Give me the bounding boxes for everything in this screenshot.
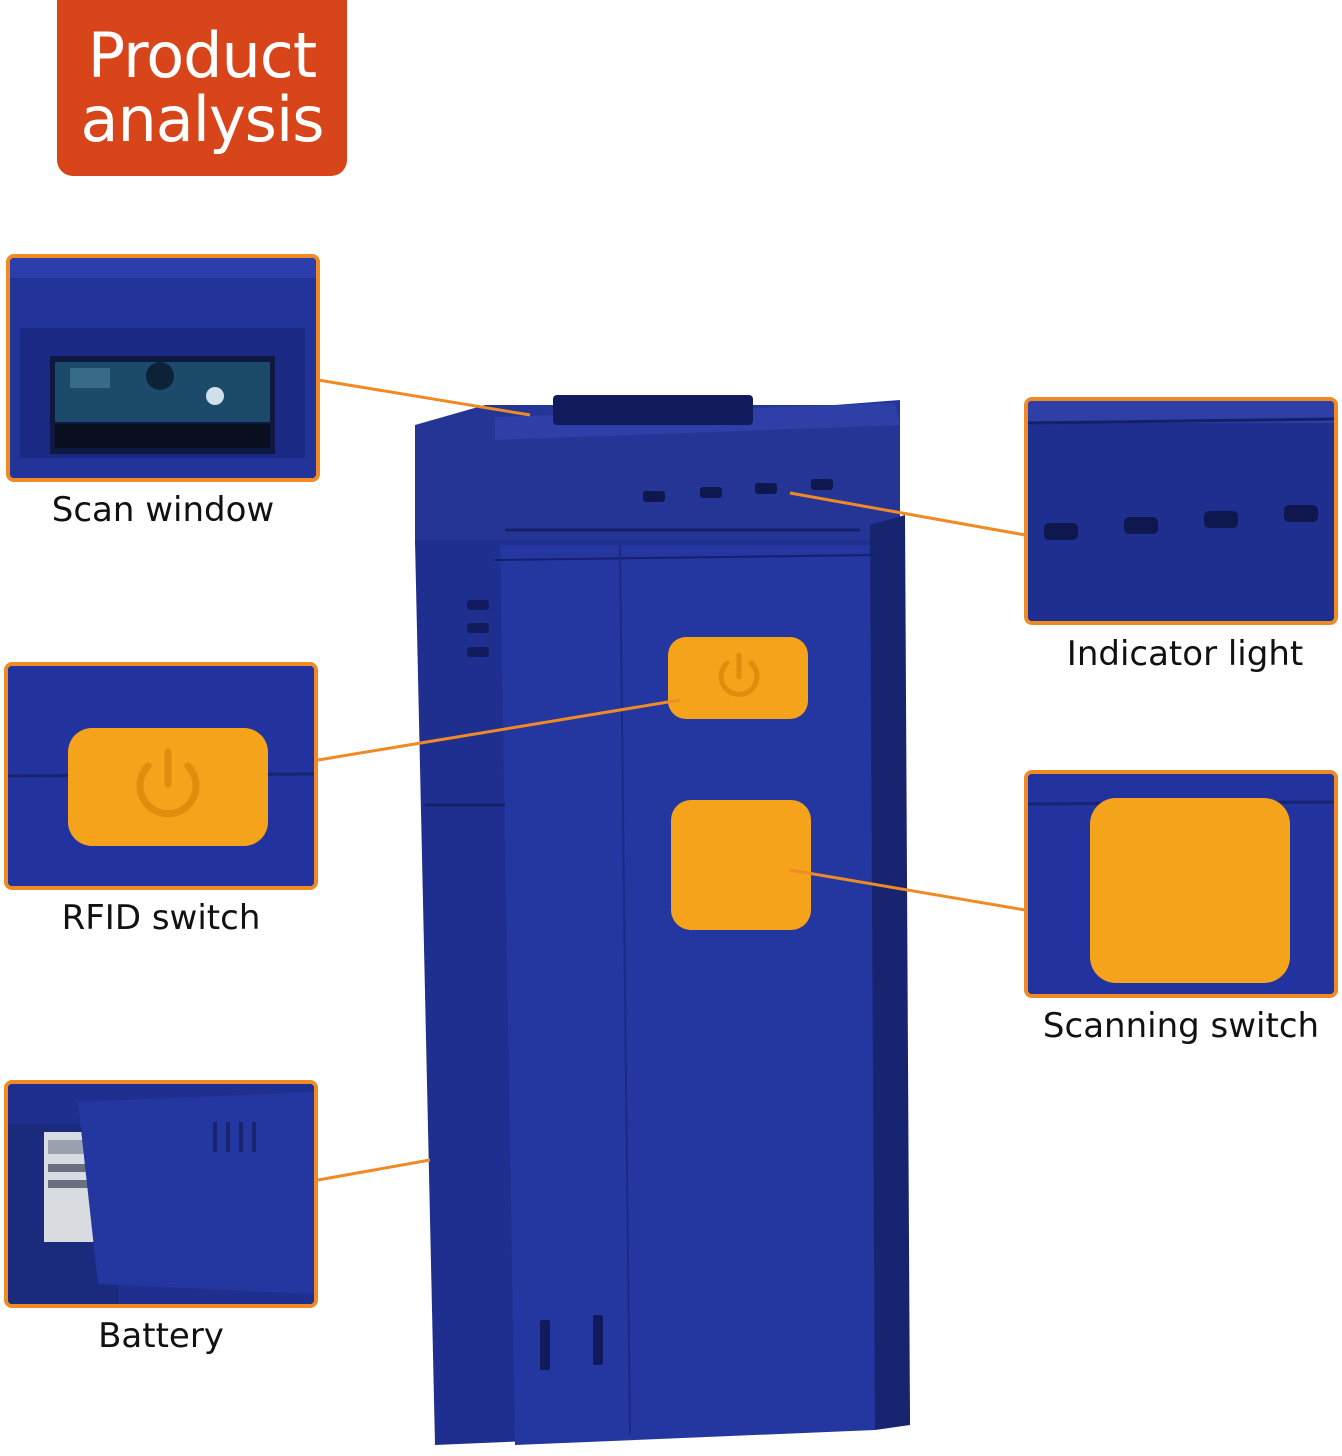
battery-label: Battery (98, 1316, 224, 1356)
power-icon (718, 660, 760, 697)
barcode-scanner-device (415, 395, 910, 1445)
indicator-led-4 (811, 479, 833, 490)
rfid-switch-label: RFID switch (61, 898, 261, 938)
badge-title-line1: Product (87, 19, 317, 92)
scanning-switch-inset (1024, 770, 1338, 998)
indicator-led-3 (755, 483, 777, 494)
battery-inset (4, 1080, 318, 1308)
indicator-light-label: Indicator light (1066, 634, 1304, 674)
indicator-led-2 (700, 487, 722, 498)
scan-window-label: Scan window (51, 490, 275, 530)
scan-window-inset (6, 254, 320, 482)
indicator-light-inset (1024, 397, 1338, 625)
indicator-led-1 (643, 491, 665, 502)
product-analysis-badge: Product analysis (57, 0, 347, 176)
rfid-switch-inset (4, 662, 318, 890)
scanning-switch-label: Scanning switch (1042, 1006, 1320, 1046)
badge-title-line2: analysis (80, 83, 324, 156)
scan-window-opening (553, 395, 753, 425)
scanning-button (671, 800, 811, 930)
